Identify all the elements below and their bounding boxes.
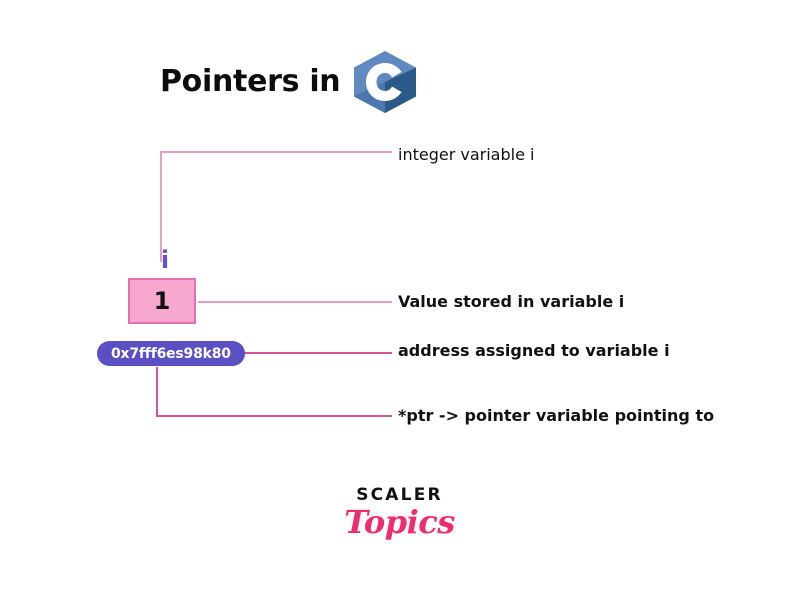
c-language-logo-icon xyxy=(354,51,417,113)
page-title: Pointers in xyxy=(160,50,420,114)
brand-topics-text: Topics xyxy=(344,503,455,541)
connector-pointer-variable xyxy=(156,367,392,417)
memory-address-badge: 0x7fff6es98k80 xyxy=(97,341,245,366)
annotation-address-assigned: address assigned to variable i xyxy=(398,341,670,360)
memory-value-text: 1 xyxy=(153,287,171,315)
connector-integer-variable xyxy=(160,151,392,262)
memory-address-text: 0x7fff6es98k80 xyxy=(111,345,231,362)
scaler-topics-logo: SCALER Topics xyxy=(0,485,799,541)
annotation-pointer-variable: *ptr -> pointer variable pointing to xyxy=(398,406,715,425)
annotation-value-stored: Value stored in variable i xyxy=(398,292,625,311)
variable-name-label: i xyxy=(160,246,170,274)
page-title-text: Pointers in xyxy=(160,64,341,99)
memory-value-box: 1 xyxy=(128,278,196,324)
brand-scaler-text: SCALER xyxy=(356,485,443,505)
annotation-integer-variable: integer variable i xyxy=(398,145,535,164)
